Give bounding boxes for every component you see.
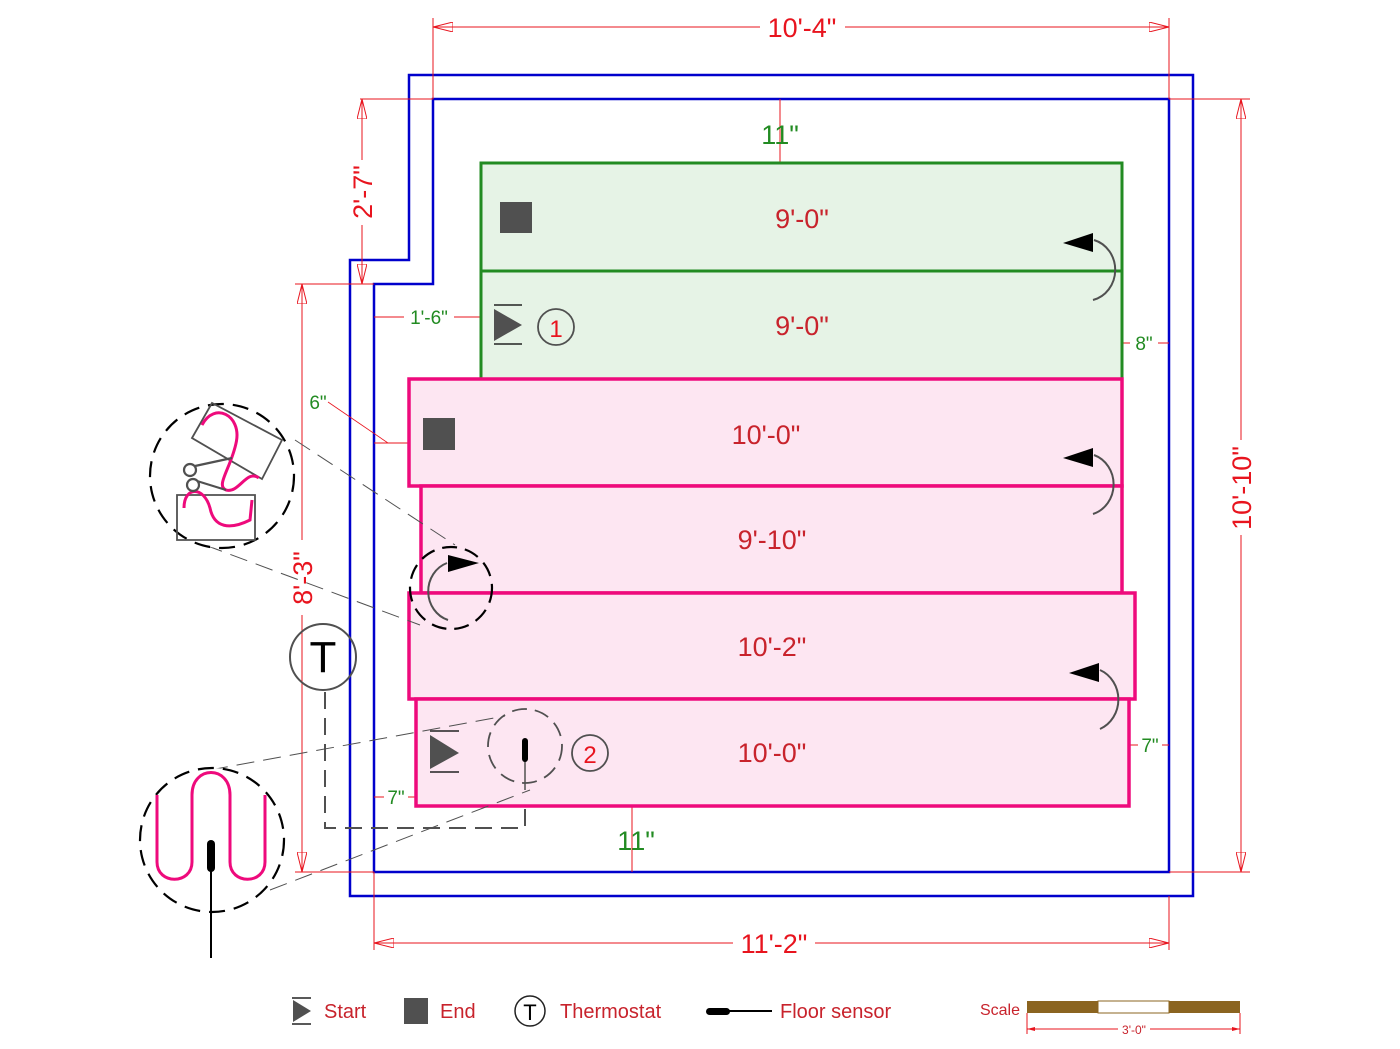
turn-arrow-icon (1069, 663, 1120, 730)
legend-label-thermostat: Thermostat (560, 1001, 662, 1023)
svg-text:2: 2 (583, 742, 596, 769)
legend-item-end: End (404, 998, 476, 1024)
start-icon (494, 304, 522, 345)
heating-mat-2[interactable]: 10'-0" 9'-10" 10'-2" 10'-0" (407, 377, 1137, 808)
offset-left-upper: 1'-6" (410, 308, 448, 329)
heating-mat-1[interactable]: 9'-0" 9'-0" (479, 161, 1124, 381)
legend-item-thermostat: T Thermostat (514, 995, 662, 1027)
offset-bottom: 11" (617, 826, 655, 856)
mat-2-run-1-length: 10'-0" (732, 420, 801, 450)
turn-arrow-icon (427, 555, 479, 621)
start-icon (430, 730, 459, 773)
end-icon (423, 418, 455, 450)
mat-2-run-2-length: 9'-10" (738, 525, 807, 555)
svg-text:T: T (310, 633, 337, 682)
legend-label-start: Start (324, 1001, 367, 1023)
legend: Start End T Thermostat Floor sensor Scal… (292, 995, 1241, 1037)
svg-text:1: 1 (549, 316, 562, 343)
turn-arrow-icon (1063, 448, 1115, 515)
mat-number-badge: 2 (571, 734, 609, 772)
mat-2-run-3[interactable] (407, 591, 1137, 701)
scale-bar: Scale 3'-0" (980, 1000, 1241, 1037)
mat-1-run-1[interactable] (479, 161, 1124, 273)
legend-item-floor-sensor: Floor sensor (706, 1001, 891, 1023)
outer-wall (348, 73, 1195, 898)
scale-label: Scale (980, 1002, 1020, 1019)
mat-number-badge: 1 (537, 308, 575, 346)
thermostat-icon: T (514, 995, 546, 1027)
mat-1-run-1-length: 9'-0" (775, 204, 829, 234)
floor-sensor-icon (487, 708, 563, 790)
dim-bottom-width: 11'-2" (741, 929, 808, 959)
mat-1-run-2-length: 9'-0" (775, 311, 829, 341)
mat-2-run-2[interactable] (419, 484, 1124, 595)
svg-text:T: T (523, 1000, 536, 1025)
scissors-icon (182, 456, 233, 493)
thermostat-icon[interactable]: T (289, 623, 357, 691)
offset-top: 11" (761, 120, 799, 150)
mat-1-run-2[interactable] (479, 269, 1124, 381)
mat-2-run-4[interactable] (414, 697, 1131, 808)
dim-top-width: 10'-4" (768, 13, 837, 43)
scale-length: 3'-0" (1122, 1023, 1146, 1037)
floor-sensor-icon (207, 840, 215, 958)
markers: 1 2 (289, 202, 1120, 829)
mat-2-run-1[interactable] (407, 377, 1124, 488)
detail-callout-circle (408, 545, 494, 631)
dim-right-height: 10'-10" (1227, 446, 1257, 530)
mat-2-run-4-length: 10'-0" (738, 738, 807, 768)
mat-2-run-3-length: 10'-2" (738, 632, 807, 662)
floor-sensor-icon (706, 1008, 772, 1015)
legend-label-floor-sensor: Floor sensor (780, 1001, 891, 1023)
legend-item-start: Start (292, 997, 367, 1025)
sensor-wire (324, 692, 526, 829)
start-icon (292, 997, 311, 1025)
offset-left-mid: 6" (309, 393, 326, 414)
dimension-labels: 10'-4" 11'-2" 10'-10" 8'-3" 2'-7" 11" 11… (288, 13, 1257, 959)
end-icon (404, 998, 428, 1024)
offset-right-lower: 7" (1141, 736, 1158, 757)
end-icon (500, 202, 532, 233)
offset-left-lower: 7" (387, 788, 404, 809)
dimension-lines (295, 18, 1250, 950)
offset-right-upper: 8" (1135, 334, 1152, 355)
cut-detail-callout (148, 401, 456, 626)
turn-arrow-icon (1063, 233, 1117, 301)
legend-label-end: End (440, 1001, 476, 1023)
sensor-detail-callout (138, 715, 531, 958)
dim-notch-height: 2'-7" (348, 165, 378, 219)
